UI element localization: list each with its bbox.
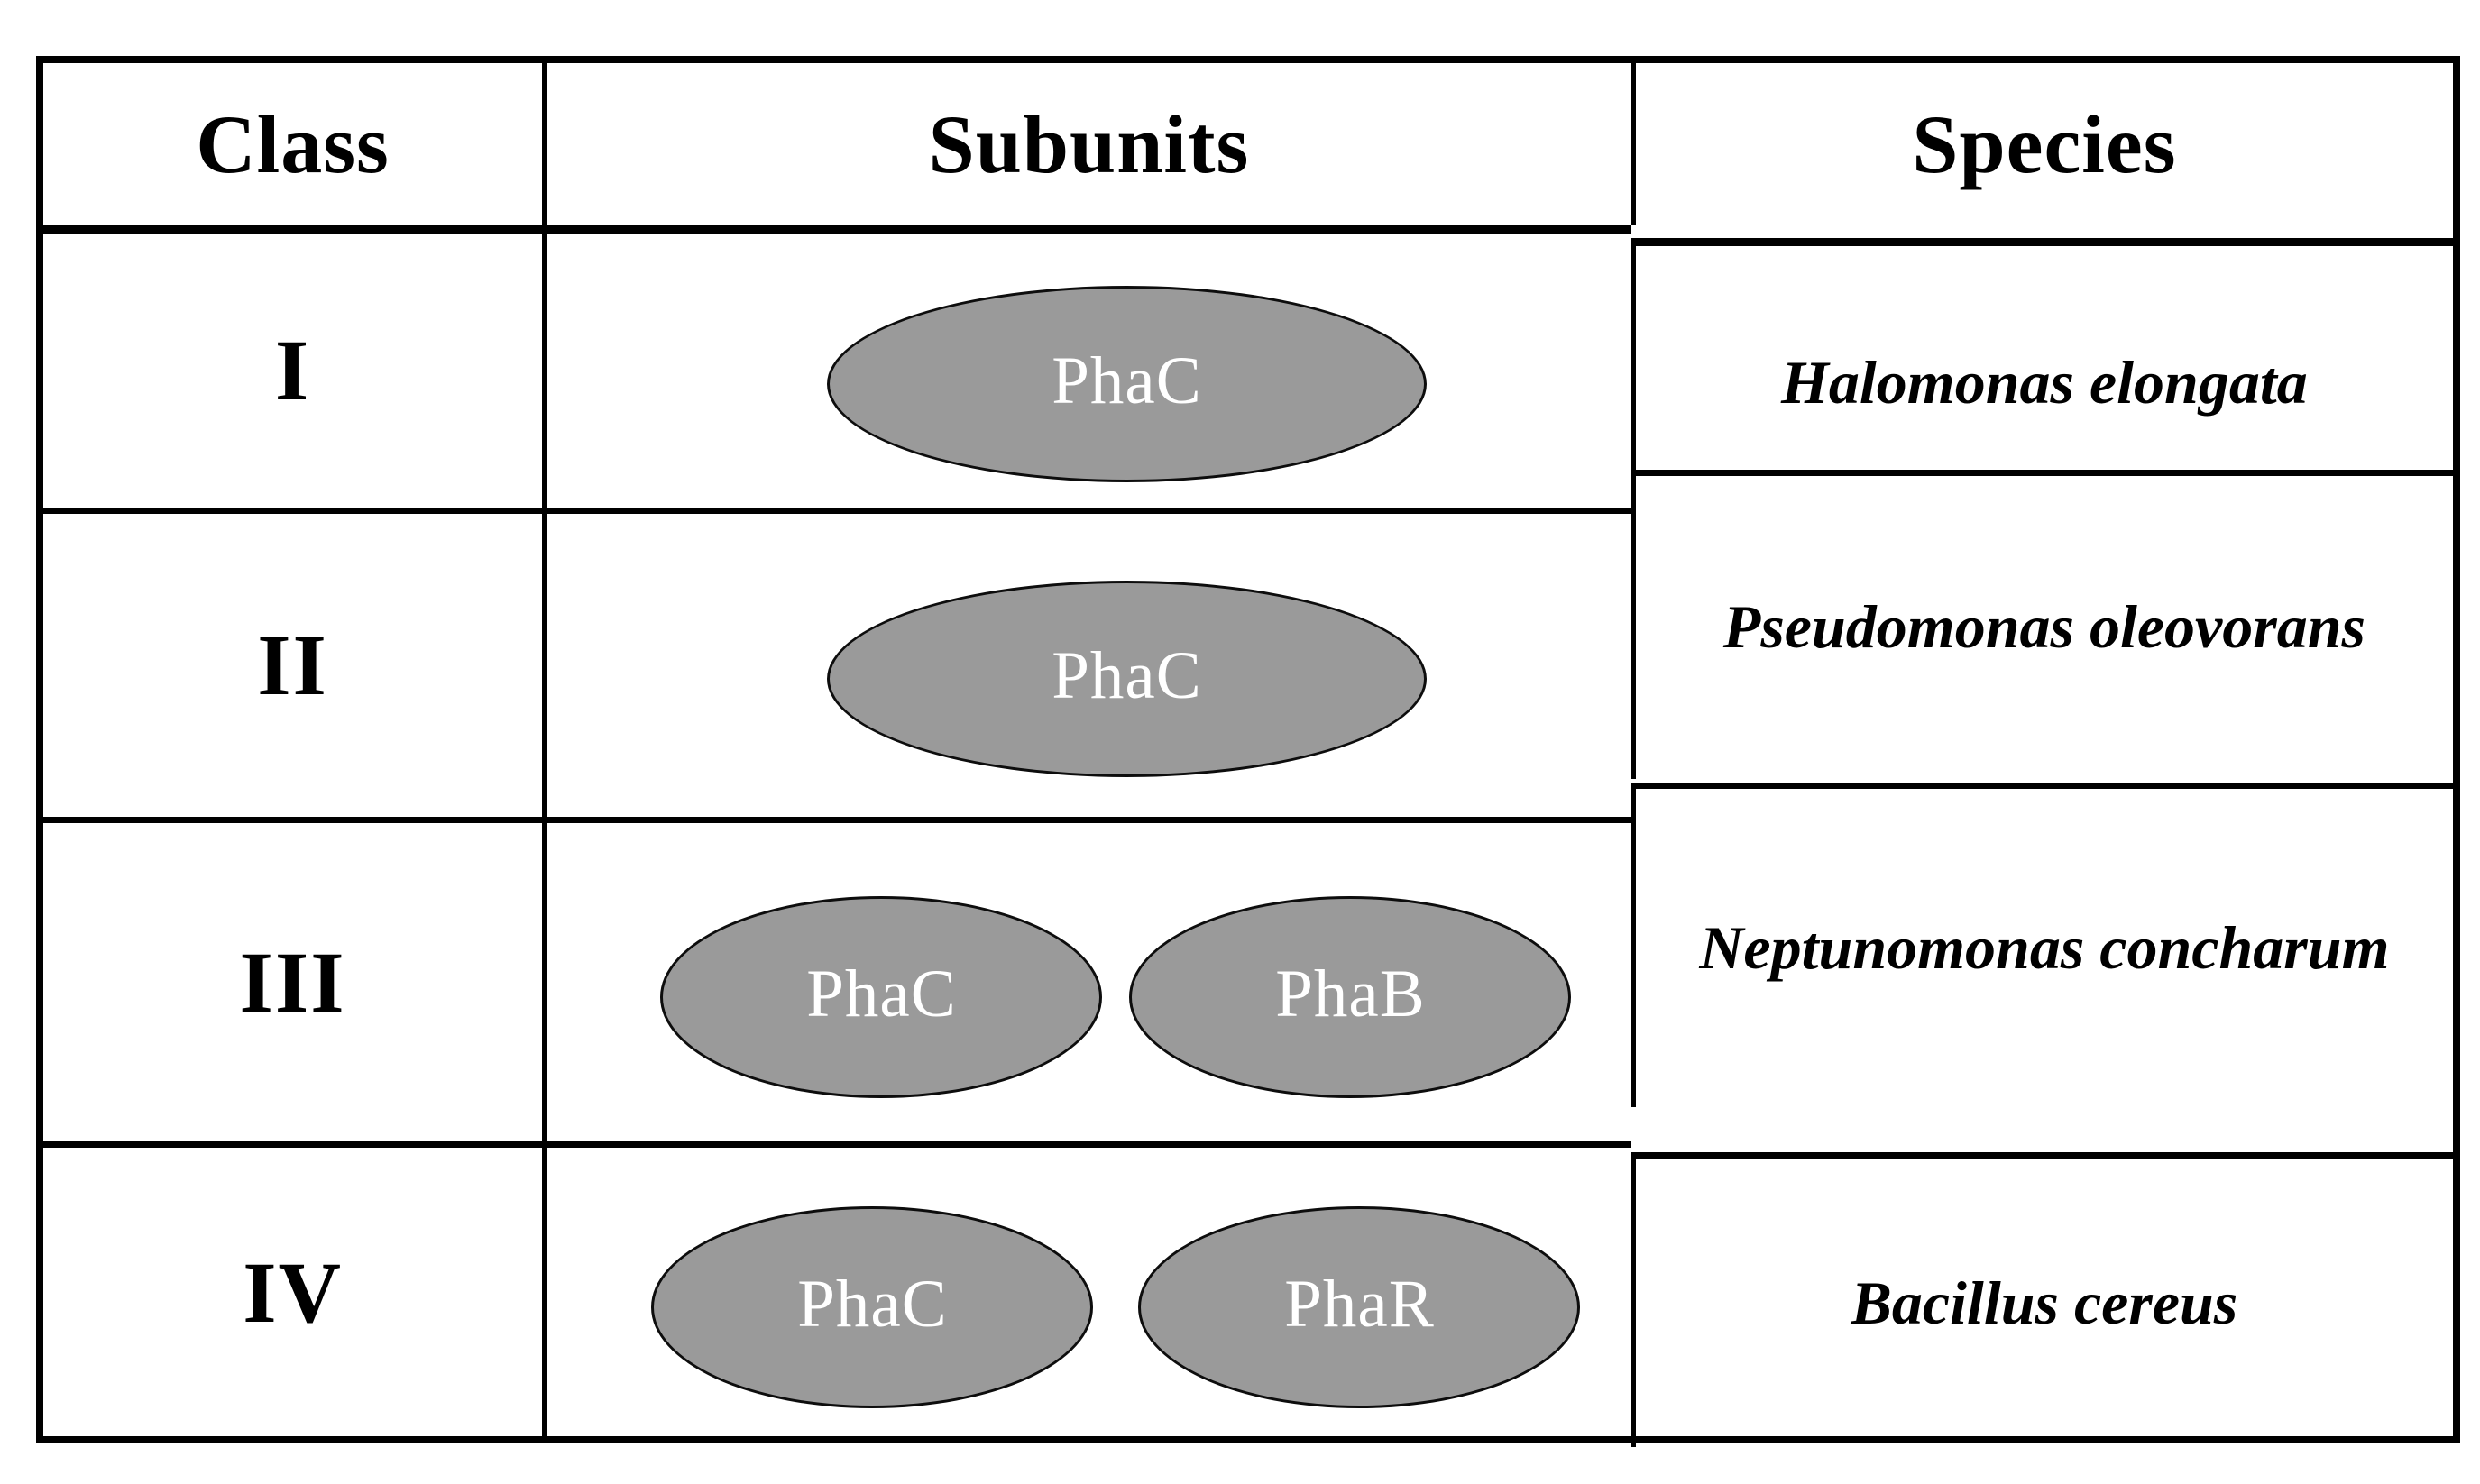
header-species: Species [1630, 63, 2453, 225]
subunit-ellipse-phar: PhaR [1138, 1206, 1581, 1409]
pha-synthase-class-table: Class Subunits Species I PhaC Halomonas … [36, 56, 2460, 1447]
subunit-group: PhaC PhaB [660, 896, 1572, 1099]
header-class: Class [196, 97, 390, 190]
subunit-ellipse-phab: PhaB [1129, 896, 1572, 1099]
subunit-label: PhaR [1284, 1267, 1435, 1342]
subunits-cell-row-4: PhaC PhaR [542, 1141, 1631, 1436]
species-cell-row-2: Pseudomonas oleovorans [1630, 469, 2453, 779]
subunit-group: PhaC [826, 580, 1427, 777]
subunit-group: PhaC [826, 285, 1427, 482]
subunit-group: PhaC PhaR [651, 1206, 1581, 1409]
subunit-label: PhaC [1052, 637, 1202, 713]
subunit-ellipse-phac: PhaC [651, 1206, 1094, 1409]
species-cell-row-4: Bacillus cereus [1630, 1152, 2453, 1447]
species-cell-row-3: Neptunomonas concharum [1630, 782, 2453, 1108]
header-subunits: Subunits [542, 63, 1631, 225]
subunit-label: PhaC [1052, 343, 1202, 418]
species-cell-row-1: Halomonas elongata [1630, 237, 2453, 520]
subunit-ellipse-phac: PhaC [826, 580, 1427, 777]
class-label-row-1: I [43, 224, 543, 508]
class-label-row-3: III [43, 816, 543, 1142]
subunit-label: PhaC [806, 957, 957, 1032]
class-label-row-4: IV [43, 1141, 543, 1436]
subunit-ellipse-phac: PhaC [660, 896, 1103, 1099]
subunit-label: PhaB [1275, 957, 1426, 1032]
subunit-ellipse-phac: PhaC [826, 285, 1427, 482]
class-label-row-2: II [43, 507, 543, 817]
subunit-label: PhaC [797, 1267, 948, 1342]
subunits-cell-row-3: PhaC PhaB [542, 816, 1631, 1142]
subunits-cell-row-2: PhaC [542, 507, 1631, 817]
subunits-cell-row-1: PhaC [542, 224, 1631, 508]
